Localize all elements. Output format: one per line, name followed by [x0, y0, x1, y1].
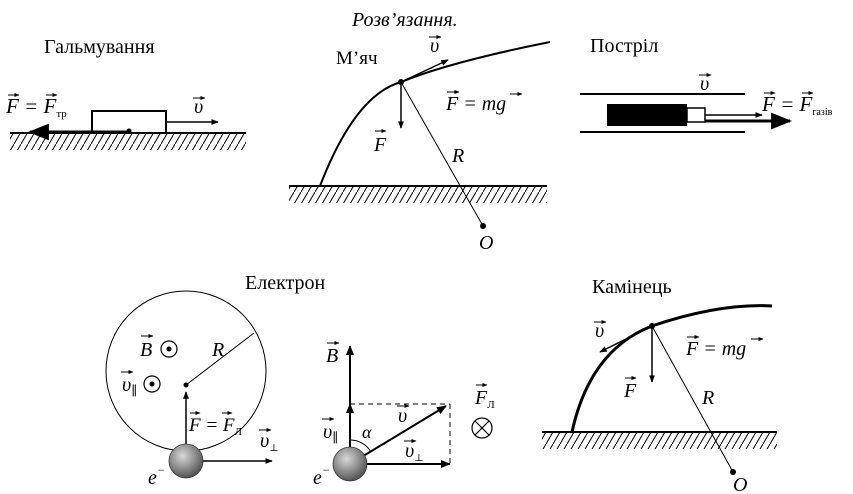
electron-vperp-label: υ⊥ — [260, 430, 279, 454]
electron-label-2: e− — [313, 463, 330, 489]
electron-vpar2-label: υ∥ — [323, 421, 338, 445]
stone-radius-line — [651, 325, 734, 473]
bullet-body — [607, 104, 687, 126]
braking-title: Гальмування — [44, 36, 155, 58]
electron-particle — [168, 443, 204, 479]
electron-b2-label: B — [326, 345, 338, 367]
lorentz-x-b — [474, 420, 490, 436]
ball-force-label: F — [373, 134, 387, 156]
electron-b-label: B — [140, 339, 152, 361]
electron-vpar-label: υ∥ — [122, 374, 137, 398]
ball-center-label: O — [479, 232, 493, 254]
lorentz-into-page-icon — [471, 417, 493, 439]
stone-title: Камінець — [592, 276, 672, 298]
b-out-dot — [166, 346, 172, 352]
stone-center-point — [730, 469, 736, 475]
panel-stone: Камінець υ F F = mg R O — [542, 276, 777, 494]
v2-arrow — [349, 405, 447, 465]
ball-force-eq: F = mg — [445, 93, 506, 115]
alpha-arc — [349, 439, 372, 453]
ball-ground-hatch — [289, 187, 547, 203]
stone-force-label: F — [623, 380, 637, 402]
ball-radius-line — [400, 81, 484, 227]
panel-electron: Електрон B υ∥ R F = FЛ υ⊥ e− B υ∥ υ — [105, 272, 495, 489]
shot-velocity-label: υ — [700, 73, 709, 95]
b-out-of-page-icon — [160, 340, 178, 358]
ball-velocity-label: υ — [430, 35, 439, 57]
bullet-tip — [686, 107, 706, 123]
stone-radius-label: R — [701, 387, 714, 409]
alpha-label: α — [362, 422, 372, 442]
braking-velocity-label: υ — [194, 96, 203, 118]
vpar-out-dot — [149, 381, 155, 387]
ball-title: М’яч — [336, 48, 378, 69]
panel-braking: Гальмування F = Fтр υ — [5, 36, 246, 150]
shot-force-label: F = Fгазів — [761, 92, 833, 118]
stone-force-eq: F = mg — [685, 338, 746, 360]
stone-velocity-arrow — [599, 325, 653, 353]
panel-ball: М’яч υ F F = mg R O — [289, 35, 551, 254]
ball-radius-label: R — [451, 145, 464, 167]
electron-label: e− — [148, 463, 165, 489]
stone-center-label: O — [733, 474, 747, 494]
electron-particle-2 — [332, 446, 368, 482]
electron-title: Електрон — [245, 272, 326, 294]
electron-radius-label: R — [211, 339, 224, 361]
vpar-out-of-page-icon — [143, 375, 161, 393]
stone-velocity-label: υ — [595, 320, 604, 342]
braking-ground-hatch — [10, 134, 246, 150]
electron-v2-label: υ — [398, 405, 407, 427]
braking-force-label: F = Fтр — [5, 94, 67, 120]
orbit-radius-line — [185, 332, 255, 386]
ball-center-point — [480, 223, 486, 229]
ball-velocity-arrow — [400, 59, 449, 83]
solution-heading: Розв’язання. — [351, 9, 458, 31]
electron-vperp2-label: υ⊥ — [405, 440, 424, 464]
lorentz-label: FЛ — [474, 387, 495, 411]
electron-force-label: F = FЛ — [188, 415, 243, 438]
shot-title: Постріл — [590, 35, 658, 57]
panel-shot: Постріл υ F = Fгазів — [580, 35, 833, 133]
stone-ground-hatch — [542, 433, 777, 449]
